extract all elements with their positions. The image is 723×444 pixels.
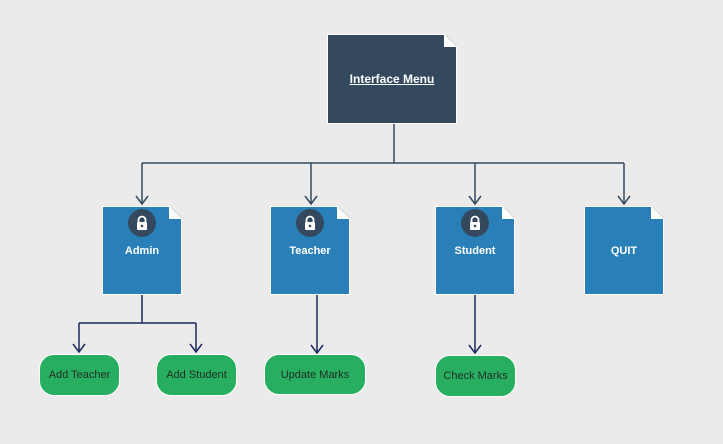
student-label: Student bbox=[454, 245, 496, 257]
admin-node[interactable]: Admin bbox=[102, 206, 182, 295]
lock-icon bbox=[296, 209, 324, 237]
lock-icon bbox=[128, 209, 156, 237]
check-marks-node[interactable]: Check Marks bbox=[435, 355, 516, 397]
lock-icon bbox=[461, 209, 489, 237]
add-teacher-node[interactable]: Add Teacher bbox=[39, 354, 120, 396]
arrowhead-add-teacher bbox=[72, 343, 86, 354]
update-marks-node[interactable]: Update Marks bbox=[264, 354, 366, 395]
quit-node[interactable]: QUIT bbox=[584, 206, 664, 295]
teacher-node[interactable]: Teacher bbox=[270, 206, 350, 295]
arrowhead-student bbox=[468, 195, 482, 206]
interface-menu-node[interactable]: Interface Menu bbox=[327, 34, 457, 124]
admin-branch-connector bbox=[78, 295, 197, 352]
teacher-label: Teacher bbox=[289, 245, 331, 257]
arrowhead-add-student bbox=[189, 343, 203, 354]
admin-label: Admin bbox=[124, 245, 160, 257]
arrowhead-teacher bbox=[304, 195, 318, 206]
interface-menu-label: Interface Menu bbox=[349, 72, 435, 86]
teacher-branch-connector bbox=[311, 291, 318, 353]
arrowhead-update-marks bbox=[310, 344, 324, 355]
add-student-node[interactable]: Add Student bbox=[156, 354, 237, 396]
quit-label: QUIT bbox=[610, 245, 638, 257]
arrowhead-admin bbox=[135, 195, 149, 206]
arrowhead-check-marks bbox=[468, 344, 482, 355]
arrowhead-quit bbox=[617, 195, 631, 206]
student-node[interactable]: Student bbox=[435, 206, 515, 295]
